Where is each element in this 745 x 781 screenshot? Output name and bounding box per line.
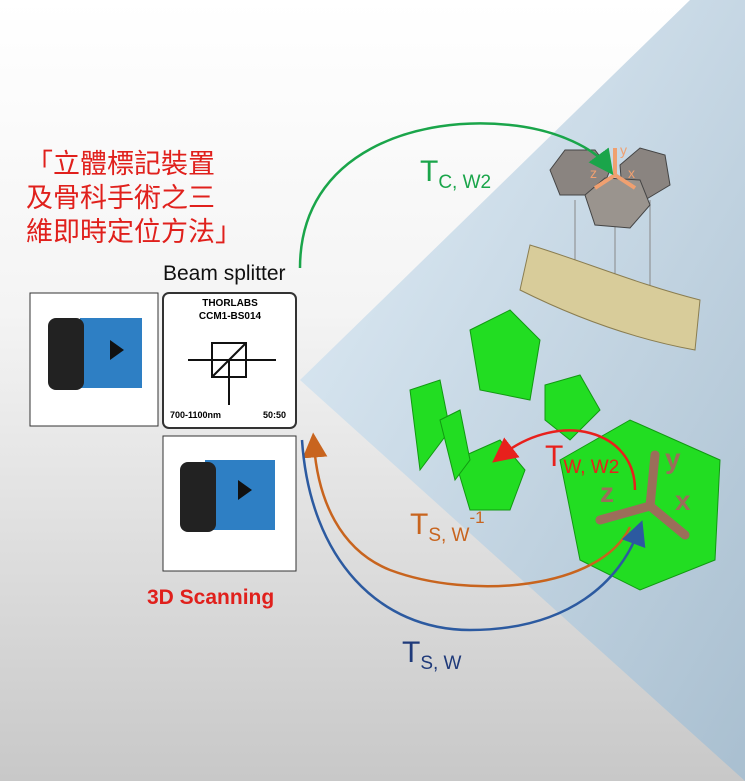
- splitter-wavelength: 700-1100nm: [170, 410, 222, 420]
- arrow-t-w-w2: [492, 429, 637, 491]
- splitter-ratio: 50:50: [263, 410, 287, 420]
- beam-splitter-card: [162, 292, 297, 429]
- beam-splitter-label: Beam splitter: [163, 262, 286, 285]
- green-scan-point-cloud: [409, 309, 721, 591]
- world-axes-bottom: [595, 450, 690, 540]
- axis-label: y: [665, 443, 681, 474]
- label-t-s-w: TS, W: [402, 636, 462, 674]
- arrow-t-s-w: [300, 439, 646, 632]
- label-t-w-w2: TW, W2: [545, 440, 620, 478]
- splitter-brand: THORLABS: [202, 298, 258, 309]
- label-t-c-w2: TC, W2: [420, 155, 492, 193]
- arrow-t-c-w2: [298, 122, 614, 269]
- axis-label: z: [590, 165, 597, 181]
- title-line: 維即時定位方法」: [26, 217, 242, 248]
- title-line: 「立體標記裝置: [26, 149, 215, 180]
- arrow-t-s-w-inverse: [302, 432, 632, 588]
- title: 「立體標記裝置 及骨科手術之三 維即時定位方法」: [26, 148, 242, 250]
- label-t-s-w-inverse: TS, W-1: [410, 508, 485, 546]
- world-axes-top: [593, 148, 637, 190]
- camera-left: [29, 292, 159, 427]
- axis-label: x: [628, 165, 635, 181]
- scanning-label: 3D Scanning: [147, 586, 275, 609]
- axis-label: y: [620, 142, 627, 158]
- camera-bottom: [162, 435, 297, 572]
- spine-model: [519, 244, 701, 351]
- axis-label: x: [675, 485, 691, 516]
- title-line: 及骨科手術之三: [26, 183, 215, 214]
- axis-label: z: [600, 477, 614, 508]
- splitter-model: CCM1-BS014: [198, 311, 262, 322]
